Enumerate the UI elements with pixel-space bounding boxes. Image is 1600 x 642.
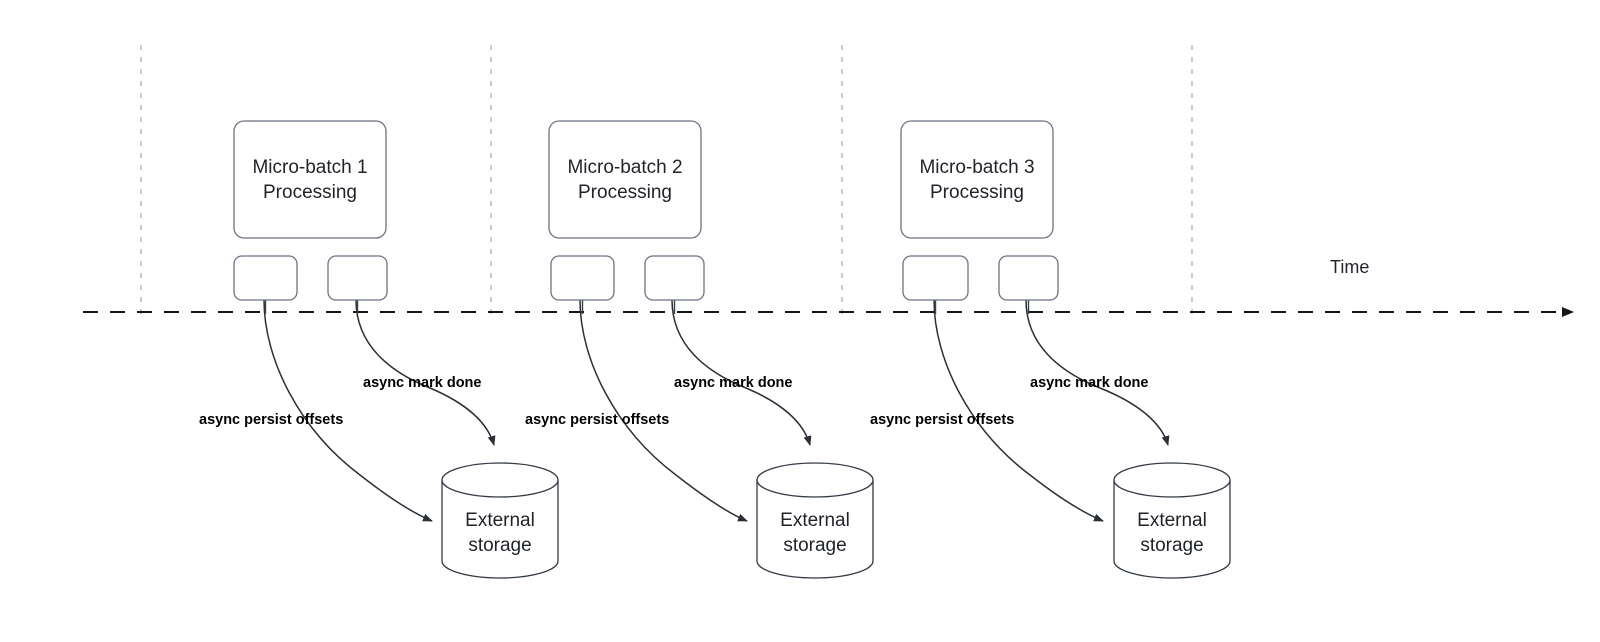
micro-batch-1-label-line1: Micro-batch 1 [252,157,367,178]
async-mark-done-label-1: async mark done [363,375,481,391]
micro-batch-3-box[interactable] [900,120,1054,239]
micro-batch-2-box[interactable] [548,120,702,239]
micro-batch-2-label-line1: Micro-batch 2 [567,157,682,178]
flow-arrows [263,299,1170,522]
micro-batch-3-label-line2: Processing [930,182,1024,203]
async-mark-done-arrow-1 [355,299,496,446]
time-axis-label: Time [1330,257,1369,277]
diagram-shapes [233,120,1231,579]
external-storage-3-top [1113,462,1231,498]
micro-batch-3-task-right[interactable] [998,255,1059,301]
external-storage-3-label-line2: storage [1140,535,1203,556]
async-mark-done-arrow-2 [671,299,812,446]
async-mark-done-arrow-3 [1025,299,1170,446]
external-storage-1-label-line1: External [465,510,535,531]
time-tick-lines [140,45,1193,318]
micro-batch-2-label-line2: Processing [578,182,672,203]
external-storage-2-label-line2: storage [783,535,846,556]
async-mark-done-label-3: async mark done [1030,375,1148,391]
external-storage-3-body[interactable] [1113,479,1231,579]
async-mark-done-label-2: async mark done [674,375,792,391]
async-persist-offsets-arrow-3 [933,299,1104,522]
async-persist-offsets-arrow-2 [579,299,748,522]
micro-batch-2-task-right[interactable] [644,255,705,301]
micro-batch-3-task-left[interactable] [902,255,969,301]
async-persist-offsets-arrow-1 [263,299,433,522]
async-persist-offsets-label-2: async persist offsets [525,412,669,428]
micro-batch-1-task-right[interactable] [327,255,388,301]
async-persist-offsets-label-3: async persist offsets [870,412,1014,428]
micro-batch-2-task-left[interactable] [550,255,615,301]
external-storage-1-body[interactable] [441,479,559,579]
micro-batch-1-box[interactable] [233,120,387,239]
external-storage-1-top [441,462,559,498]
external-storage-2-label-line1: External [780,510,850,531]
external-storage-2-top [756,462,874,498]
micro-batch-3-label-line1: Micro-batch 3 [919,157,1034,178]
external-storage-2-body[interactable] [756,479,874,579]
external-storage-3-label-line1: External [1137,510,1207,531]
micro-batch-1-task-left[interactable] [233,255,298,301]
async-persist-offsets-label-1: async persist offsets [199,412,343,428]
micro-batch-1-label-line2: Processing [263,182,357,203]
external-storage-1-label-line2: storage [468,535,531,556]
